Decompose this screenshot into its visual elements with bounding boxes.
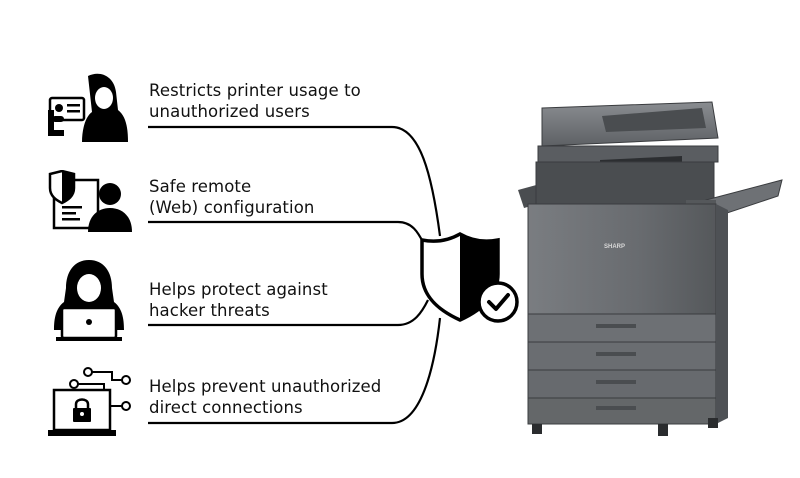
connector-line-4 [148,317,442,425]
hacker-laptop-icon [54,260,124,341]
feature-3-line-1: Helps protect against [149,280,328,299]
multifunction-printer: SHARP [518,101,783,436]
connector-line-3 [148,299,429,327]
feature-2-line-2: (Web) configuration [149,198,315,217]
hacker-id-card-icon [48,73,128,142]
feature-4-line-1: Helps prevent unauthorized [149,377,382,396]
feature-4-line-2: direct connections [149,398,303,417]
feature-4-text: Helps prevent unauthorized direct connec… [149,376,381,418]
connector-line-2 [148,220,425,245]
shield-user-screen-icon [48,170,132,232]
feature-3-line-2: hacker threats [149,301,270,320]
connector-line-1 [148,125,442,237]
feature-1-text: Restricts printer usage to unauthorized … [149,80,361,122]
paper-drawer-4 [527,397,717,425]
shield-check-icon [420,231,519,323]
feature-1-line-2: unauthorized users [149,102,310,121]
feature-3-text: Helps protect against hacker threats [149,279,328,321]
feature-1-line-1: Restricts printer usage to [149,81,361,100]
feature-2-line-1: Safe remote [149,177,252,196]
laptop-lock-network-icon [48,367,131,436]
feature-2-text: Safe remote (Web) configuration [149,176,314,218]
brand-logo: SHARP [604,244,625,250]
